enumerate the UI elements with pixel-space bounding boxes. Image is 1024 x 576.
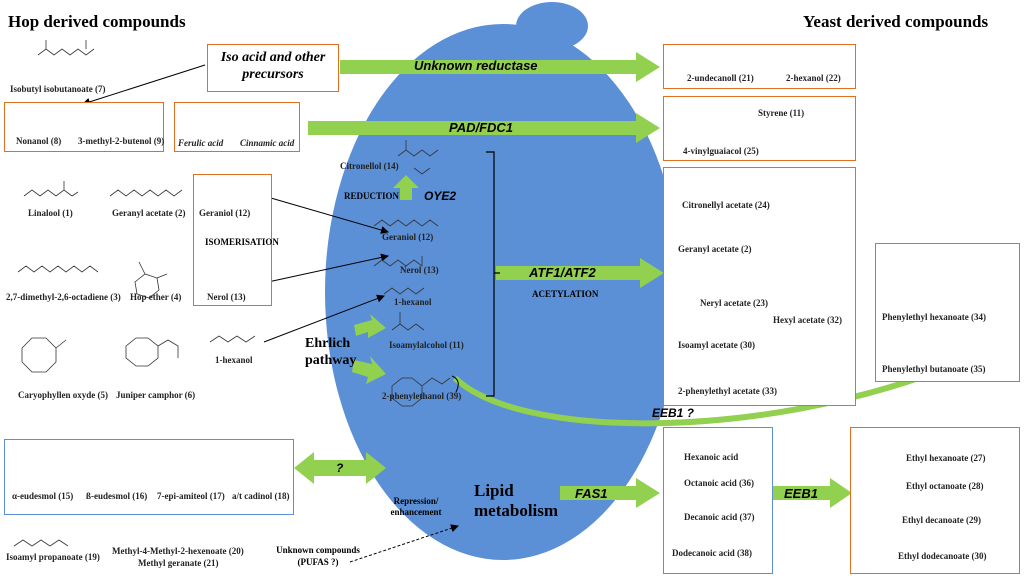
arrow-ehrlich-1 (354, 314, 386, 338)
enzyme-reductase: Unknown reductase (414, 58, 538, 73)
compound-octanoic-acid: Octanoic acid (36) (684, 478, 754, 488)
compound-cadinol: a/t cadinol (18) (232, 491, 290, 501)
arrow-unknown-reductase (340, 52, 660, 82)
label-cinnamic-acid: Cinnamic acid (240, 138, 295, 148)
compound-hop-ether: Hop ether (4) (130, 292, 182, 302)
arrow-nerol-in (267, 253, 389, 283)
heading-yeast: Yeast derived compounds (803, 12, 989, 31)
arrow-double-question (294, 452, 386, 484)
compound-geraniol-cell: Geraniol (12) (382, 232, 434, 242)
compound-nerol-cell: Nerol (13) (400, 265, 439, 275)
compound-linalool: Linalool (1) (28, 208, 73, 218)
arrow-fas1 (560, 478, 660, 508)
compound-phenylethyl-acetate: 2-phenylethyl acetate (33) (678, 386, 777, 396)
compound-citronellol: Citronellol (14) (340, 161, 399, 171)
compound-geranyl-acetate-hop: Geranyl acetate (2) (112, 208, 186, 218)
label-isomerisation: ISOMERISATION (205, 237, 279, 247)
compound-nerol-hop: Nerol (13) (207, 292, 246, 302)
compound-geranyl-acetate-yeast: Geranyl acetate (2) (678, 244, 752, 254)
enzyme-oye2: OYE2 (424, 189, 457, 203)
compound-hexanol-cell: 1-hexanol (394, 297, 432, 307)
compound-citronellyl-acetate: Citronellyl acetate (24) (682, 200, 770, 210)
compound-undecanol: 2-undecanoll (21) (687, 73, 754, 83)
compound-hexanol-hop: 1-hexanol (215, 355, 253, 365)
compound-methylbutenol: 3-methyl-2-butenol (9) (78, 136, 165, 146)
compound-caryophyllene: Caryophyllen oxyde (5) (18, 390, 108, 400)
compound-hexanoic-acid: Hexanoic acid (684, 452, 739, 462)
compound-a-eudesmol: α-eudesmol (15) (12, 491, 74, 501)
geraniol-nerol-box (193, 174, 272, 306)
label-acetylation: ACETYLATION (532, 289, 599, 299)
label-lipid-metabolism: Lipid metabolism (474, 481, 559, 520)
compound-unknown: Unknown compounds (PUFAS ?) (276, 545, 360, 567)
label-repression: Repression/ enhancement (390, 496, 442, 517)
compound-isoamyl-acetate: Isoamyl acetate (30) (678, 340, 755, 350)
compound-methyl-geranate: Methyl geranate (21) (138, 558, 219, 568)
heading-hop: Hop derived compounds (8, 12, 186, 31)
phenylethanol-hook (451, 375, 459, 393)
compound-dodecanoic-acid: Dodecanoic acid (38) (672, 548, 752, 558)
arrow-atf (496, 258, 664, 288)
compound-neryl-acetate: Neryl acetate (23) (700, 298, 768, 308)
compound-octadiene: 2,7-dimethyl-2,6-octadiene (3) (6, 292, 121, 302)
compound-geraniol-hop: Geraniol (12) (199, 208, 251, 218)
acids-box (174, 102, 300, 152)
acetate-esters-box (663, 167, 856, 406)
compound-phenylethyl-hexanoate: Phenylethyl hexanoate (34) (882, 312, 986, 322)
arrow-eeb1 (766, 478, 852, 508)
arrow-ehrlich-2 (352, 356, 386, 384)
compound-phenylethyl-butanoate: Phenylethyl butanoate (35) (882, 364, 986, 374)
compound-styrene: Styrene (11) (758, 108, 805, 118)
compound-2-hexanol: 2-hexanol (22) (786, 73, 841, 83)
acetylation-bracket (486, 151, 500, 397)
pad-products-box (663, 96, 856, 161)
compound-b-eudesmol: ß-eudesmol (16) (86, 491, 148, 501)
enzyme-question: ? (336, 461, 344, 475)
arrow-oye2 (393, 175, 419, 200)
enzyme-atf: ATF1/ATF2 (529, 265, 596, 280)
arrow-eeb1-curve (452, 365, 948, 427)
label-reduction: REDUCTION (344, 191, 400, 201)
label-ehrlich: Ehrlich pathway (305, 336, 357, 368)
compound-decanoic-acid: Decanoic acid (37) (684, 512, 755, 522)
phenylethyl-esters-box (875, 243, 1020, 382)
enzyme-eeb1: EEB1 (784, 486, 818, 501)
compound-vinylguaiacol: 4-vinylguaiacol (25) (683, 146, 759, 156)
precursor-box: Iso acid and other precursors (207, 44, 339, 92)
arrow-unknown-dashed (349, 524, 459, 563)
compound-ethyl-dodecanoate: Ethyl dodecanoate (30) (898, 551, 987, 561)
enzyme-eeb1-question: EEB1 ? (652, 406, 695, 420)
arrow-hexanol-in (263, 294, 385, 343)
yeast-bud (516, 2, 588, 50)
compound-ethyl-hexanoate: Ethyl hexanoate (27) (906, 453, 986, 463)
ethyl-esters-box (850, 427, 1020, 574)
precursor-label: Iso acid and other precursors (220, 50, 326, 82)
compound-ethyl-decanoate: Ethyl decanoate (29) (902, 515, 981, 525)
compound-juniper: Juniper camphor (6) (116, 390, 196, 400)
compound-isoamyl-propanoate: Isoamyl propanoate (19) (6, 552, 100, 562)
compound-hexyl-acetate: Hexyl acetate (32) (773, 315, 842, 325)
compound-ethyl-octanoate: Ethyl octanoate (28) (906, 481, 984, 491)
enzyme-pad-fdc1: PAD/FDC1 (449, 120, 514, 135)
eudesmol-box (4, 439, 294, 515)
compound-nonanol: Nonanol (8) (16, 136, 62, 146)
compound-methyl-hexenoate: Methyl-4-Methyl-2-hexenoate (20) (112, 546, 244, 556)
arrow-geraniol-in (263, 195, 389, 234)
reductase-products-box (663, 44, 856, 89)
compound-isoamylalcohol: Isoamylalcohol (11) (389, 340, 464, 350)
alcohols-box (4, 102, 164, 152)
compound-phenylethanol: 2-phenylethanol (39) (382, 391, 462, 401)
yeast-cell (325, 24, 681, 560)
arrow-pad-fdc1 (308, 113, 660, 143)
label-ferulic-acid: Ferulic acid (178, 138, 224, 148)
fatty-acids-box (663, 427, 773, 574)
compound-isobutyl-isobutanoate: Isobutyl isobutanoate (7) (10, 84, 106, 94)
enzyme-fas1: FAS1 (575, 486, 608, 501)
arrow-precursor-nonanol (82, 64, 206, 106)
compound-epi-amiteol: 7-epi-amiteol (17) (157, 491, 225, 501)
